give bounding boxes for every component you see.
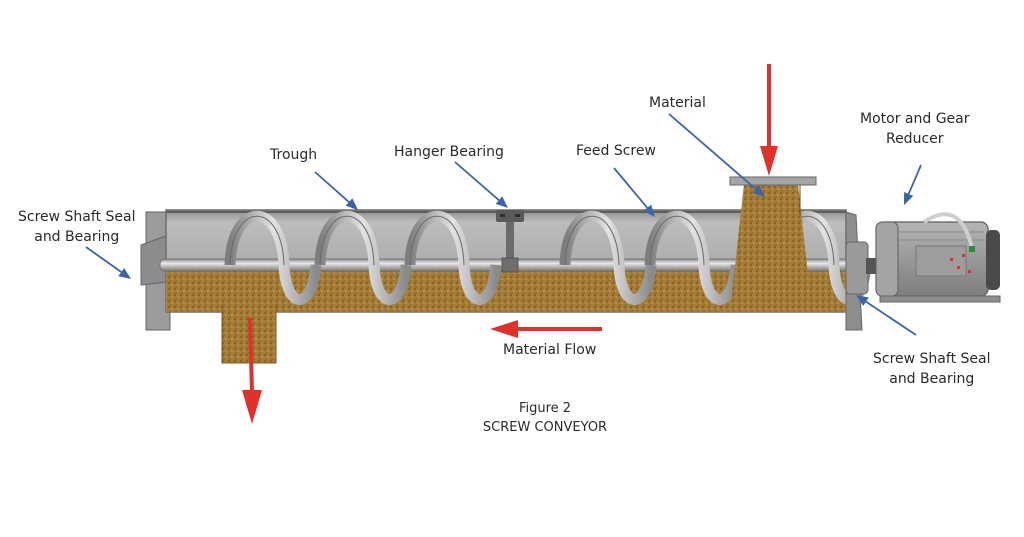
label-hanger-bearing: Hanger Bearing [394,144,504,160]
pointer-hanger-bearing-arrow [454,161,508,208]
pointer-trough-arrow [314,171,358,210]
label-screw-shaft-seal-left: Screw Shaft Seal and Bearing [18,207,135,247]
inlet-flow-arrow [760,64,778,176]
screw-flight-edge [409,215,465,266]
motor-gear-reducer [875,212,1001,303]
inlet-hopper [729,176,817,312]
label-line: Reducer [885,131,944,147]
label-line: and Bearing [34,229,120,245]
hanger-bearing [496,210,524,273]
right-end-plate [845,211,880,331]
figure-number: Figure 2 [518,401,572,416]
pointer-seal-left-arrow [85,246,131,279]
pointer-material-arrow [668,113,765,197]
pointer-feed-screw-arrow [613,167,655,217]
label-line: Screw Shaft Seal [18,209,136,225]
label-material: Material [649,95,706,111]
screw-flight-edge [229,215,285,266]
label-material-flow: Material Flow [503,342,597,358]
screw-flight-edge [649,215,705,266]
label-line: Motor and Gear [860,111,970,127]
pointer-motor-arrow [904,164,922,205]
screw-flight-edge [319,215,375,266]
label-feed-screw: Feed Screw [576,143,656,159]
figure-caption: Figure 2 SCREW CONVEYOR [470,399,620,437]
figure-title: SCREW CONVEYOR [482,420,608,435]
label-line: and Bearing [889,371,975,387]
label-motor-gear-reducer: Motor and Gear Reducer [860,109,970,149]
label-line: Screw Shaft Seal [873,351,991,367]
label-screw-shaft-seal-right: Screw Shaft Seal and Bearing [873,349,990,389]
material-flow-arrow [490,320,602,338]
material-bed [166,270,846,312]
label-trough: Trough [270,147,318,163]
screw-flight-edge [564,215,620,266]
pointer-seal-right-arrow [856,295,917,336]
discharge-flow-arrow [242,317,262,424]
